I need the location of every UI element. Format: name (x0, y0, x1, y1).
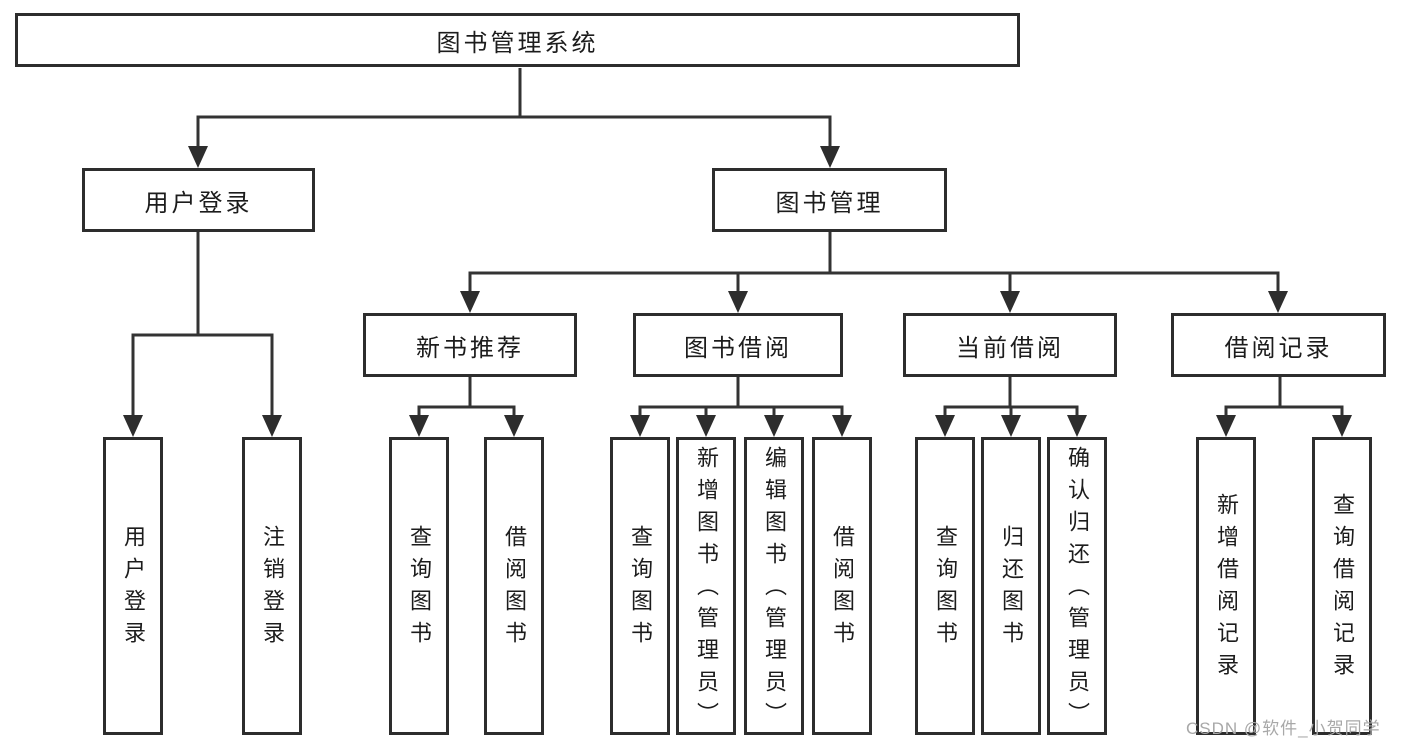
node-leaf-return-book: 归还图书 (981, 437, 1041, 735)
node-leaf-confirm-return-admin: 确认归还（管理员） (1047, 437, 1107, 735)
node-current-borrow: 当前借阅 (903, 313, 1117, 377)
node-leaf-query-books-recommend: 查询图书 (389, 437, 449, 735)
node-leaf-user-login: 用户登录 (103, 437, 163, 735)
watermark-text: CSDN @软件_小贺同学 (1186, 719, 1381, 738)
connector-records-bar (1224, 405, 1344, 418)
node-borrow-records: 借阅记录 (1171, 313, 1386, 377)
node-new-book-recommend: 新书推荐 (363, 313, 577, 377)
arrowheads (123, 146, 1352, 437)
connector-userlogin-bar (131, 333, 274, 418)
node-book-management-system: 图书管理系统 (15, 13, 1020, 67)
node-leaf-add-borrow-record: 新增借阅记录 (1196, 437, 1256, 735)
connector-newbook-bar (417, 405, 516, 418)
connector-borrow-bar (638, 405, 844, 418)
node-leaf-query-books-borrow: 查询图书 (610, 437, 670, 735)
connector-level3-bar (468, 271, 1280, 293)
node-leaf-query-borrow-record: 查询借阅记录 (1312, 437, 1372, 735)
node-leaf-query-books-current: 查询图书 (915, 437, 975, 735)
node-leaf-add-book-admin: 新增图书（管理员） (676, 437, 736, 735)
node-user-login: 用户登录 (82, 168, 315, 232)
node-leaf-edit-book-admin: 编辑图书（管理员） (744, 437, 804, 735)
node-leaf-borrow-books-recommend: 借阅图书 (484, 437, 544, 735)
node-book-management: 图书管理 (712, 168, 947, 232)
node-leaf-borrow-books: 借阅图书 (812, 437, 872, 735)
node-book-borrow: 图书借阅 (633, 313, 843, 377)
connector-level2-bar (196, 115, 832, 148)
node-leaf-logout: 注销登录 (242, 437, 302, 735)
